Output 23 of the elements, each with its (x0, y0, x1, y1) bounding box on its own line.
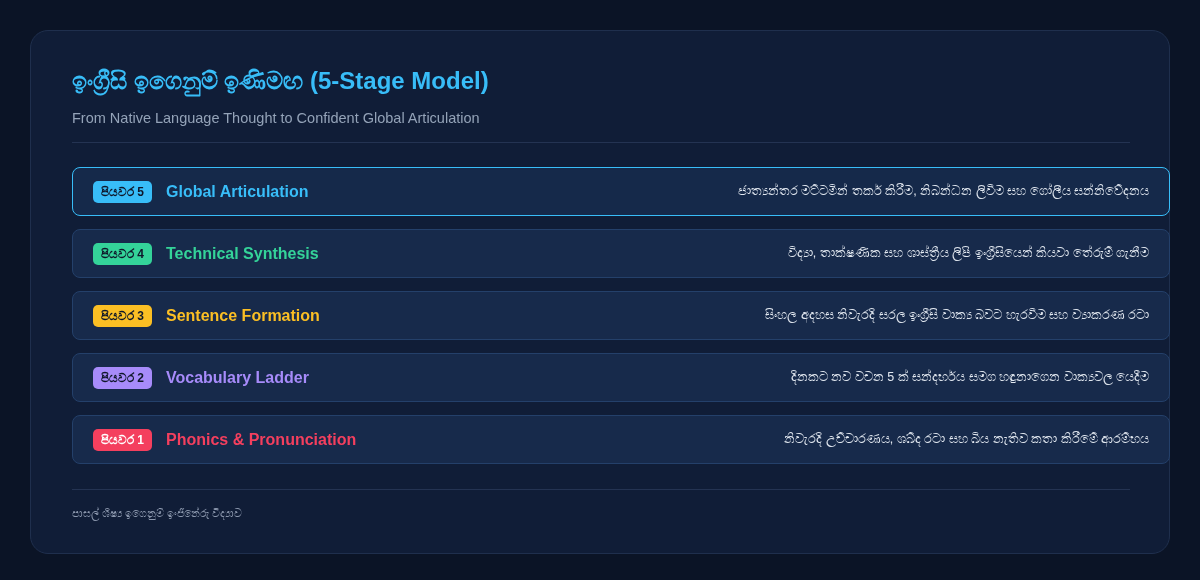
stage-title: Technical Synthesis (166, 244, 319, 263)
stage-title: Vocabulary Ladder (166, 368, 309, 387)
subtitle: From Native Language Thought to Confident Global Articulation (72, 109, 480, 128)
stage-badge: පියවර 1 (93, 428, 152, 451)
stage-title: Sentence Formation (166, 306, 320, 325)
stage-description: නිවැරදි උච්චාරණය, ශබ්ද රටා සහ බිය නැතිව කතා කිරීමේ ආරම්භය (784, 432, 1149, 447)
stage-badge: පියවර 3 (93, 304, 152, 327)
stage-description: දිනකට නව වචන 5 ක් සන්දර්භය සමග හඳුනාගෙන වාක්‍යවල යෙදීම (790, 370, 1149, 385)
stage-row (72, 291, 1170, 340)
stage-row (72, 167, 1170, 216)
stage-description: සිංහල අදහස නිවැරදි සරල ඉංග්‍රීසි වාක්‍ය බවට හැරවීම සහ ව්‍යාකරණ රටා (765, 308, 1149, 323)
footer-note: පාසල් ශිෂ්‍ය ඉගෙනුම් ඉංජිනේරු විද්‍යාව (72, 506, 243, 521)
stage-badge: පියවර 5 (93, 180, 152, 203)
page-title: ඉංග්‍රීසි ඉගෙනුම් ඉණිමඟ (5-Stage Model) (72, 65, 489, 97)
stage-row (72, 229, 1170, 278)
stage-description: ජාත්‍යන්තර මට්ටමින් තර්ක කිරීම, නිබන්ධන ලිවීම සහ ගෝලීය සන්නිවේදනය (737, 184, 1149, 199)
stage-title: Phonics & Pronunciation (166, 430, 357, 449)
stage-title: Global Articulation (166, 182, 309, 201)
stage-badge: පියවර 2 (93, 366, 152, 389)
stage-description: විද්‍යා, තාක්ෂණික සහ ශාස්ත්‍රීය ලිපි ඉංග්‍රීසියෙන් කියවා තේරුම් ගැනීම (787, 246, 1149, 261)
stage-row (72, 415, 1170, 464)
stage-badge: පියවර 4 (93, 242, 152, 265)
stage-row (72, 353, 1170, 402)
